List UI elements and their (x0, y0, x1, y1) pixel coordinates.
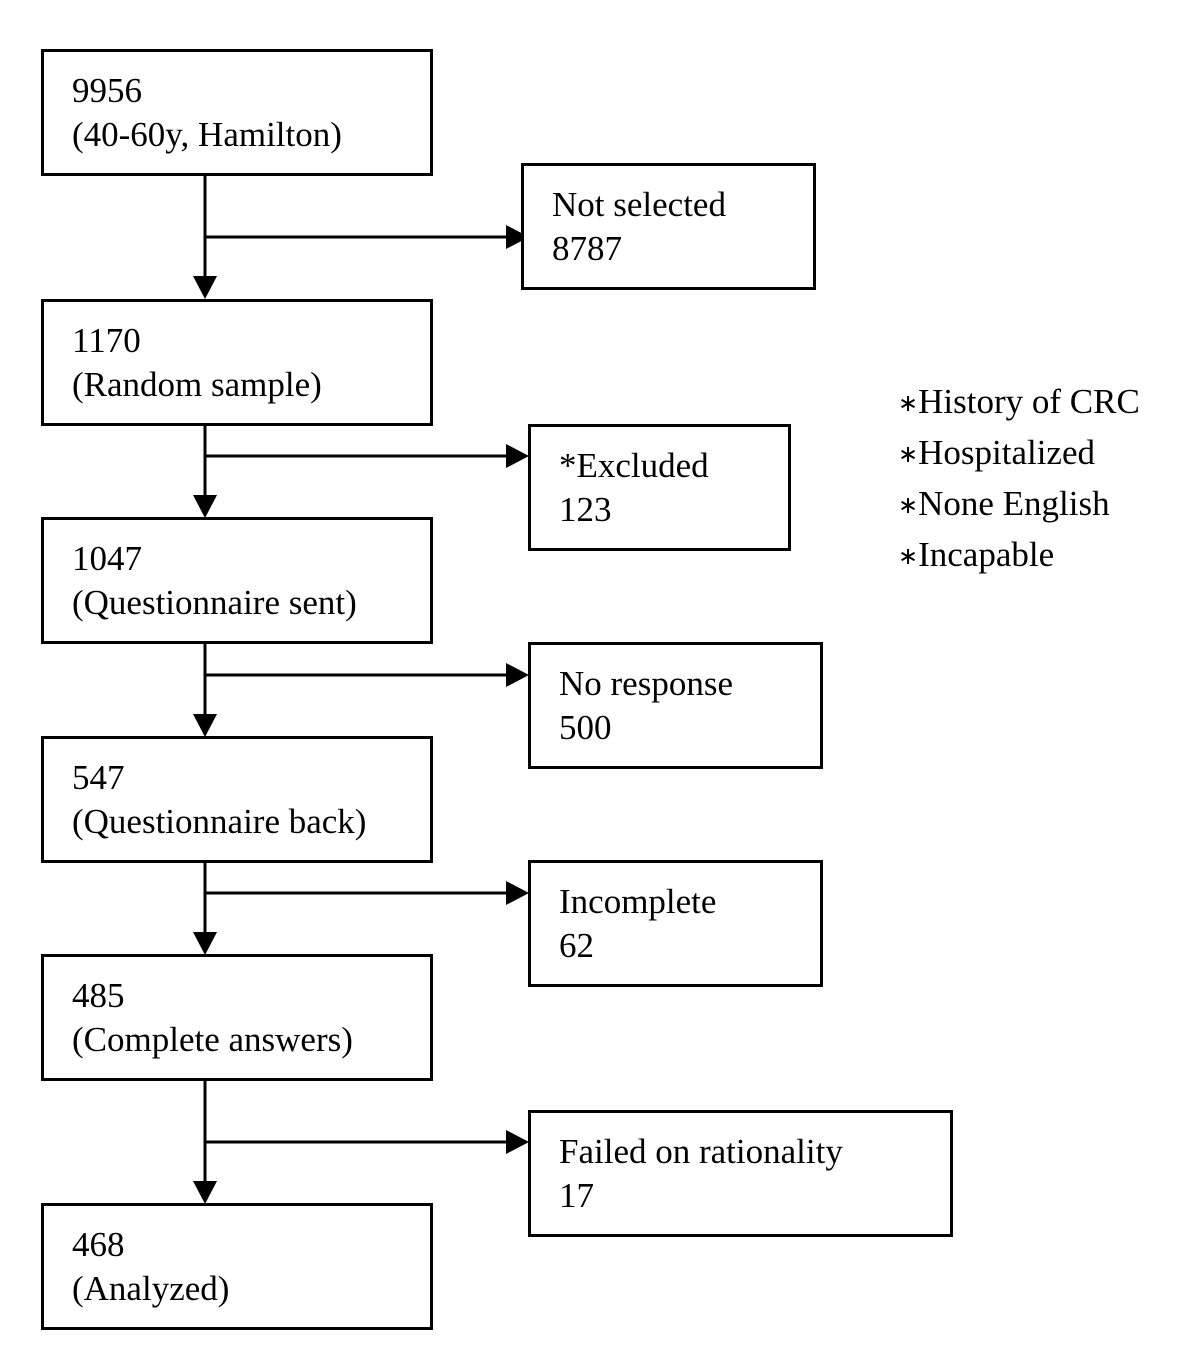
exclusion-reasons-list: ∗History of CRC ∗Hospitalized ∗None Engl… (898, 378, 1140, 582)
exclusion-reason-text: History of CRC (918, 382, 1140, 421)
exclusion-reason: ∗None English (898, 480, 1140, 531)
main-box-population: 9956 (40-60y, Hamilton) (41, 49, 433, 176)
right-arrowhead (506, 225, 529, 249)
side-box-label: *Excluded (559, 446, 709, 485)
right-arrowhead (506, 881, 529, 905)
side-box-count: 8787 (552, 229, 622, 268)
down-arrowhead (193, 932, 217, 955)
box-description: (Analyzed) (72, 1269, 230, 1308)
main-box-questionnaire-back: 547 (Questionnaire back) (41, 736, 433, 863)
asterisk-bullet: ∗ (898, 389, 919, 417)
box-count: 547 (72, 758, 125, 797)
box-count: 468 (72, 1225, 125, 1264)
box-description: (40-60y, Hamilton) (72, 115, 342, 154)
box-count: 485 (72, 976, 125, 1015)
main-box-analyzed: 468 (Analyzed) (41, 1203, 433, 1330)
exclusion-reason-text: Incapable (918, 535, 1055, 574)
box-description: (Questionnaire sent) (72, 583, 357, 622)
side-box-incomplete: Incomplete 62 (528, 860, 823, 987)
asterisk-bullet: ∗ (898, 491, 919, 519)
side-box-count: 500 (559, 708, 612, 747)
side-box-label: Failed on rationality (559, 1132, 843, 1171)
asterisk-bullet: ∗ (898, 542, 919, 570)
down-arrowhead (193, 495, 217, 518)
down-arrowhead (193, 714, 217, 737)
exclusion-reason: ∗History of CRC (898, 378, 1140, 429)
main-box-random-sample: 1170 (Random sample) (41, 299, 433, 426)
side-box-label: Not selected (552, 185, 726, 224)
side-box-count: 123 (559, 490, 612, 529)
side-box-count: 17 (559, 1176, 594, 1215)
box-description: (Questionnaire back) (72, 802, 367, 841)
side-box-count: 62 (559, 926, 594, 965)
side-box-no-response: No response 500 (528, 642, 823, 769)
right-arrowhead (506, 663, 529, 687)
side-box-failed-rationality: Failed on rationality 17 (528, 1110, 953, 1237)
main-box-complete-answers: 485 (Complete answers) (41, 954, 433, 1081)
box-count: 1170 (72, 321, 141, 360)
right-arrowhead (506, 1130, 529, 1154)
exclusion-reason: ∗Hospitalized (898, 429, 1140, 480)
asterisk-bullet: ∗ (898, 440, 919, 468)
exclusion-reason-text: None English (918, 484, 1110, 523)
right-arrowhead (506, 444, 529, 468)
box-count: 1047 (72, 539, 142, 578)
main-box-questionnaire-sent: 1047 (Questionnaire sent) (41, 517, 433, 644)
side-box-label: Incomplete (559, 882, 717, 921)
box-description: (Random sample) (72, 365, 322, 404)
exclusion-reason: ∗Incapable (898, 531, 1140, 582)
down-arrowhead (193, 1181, 217, 1204)
exclusion-reason-text: Hospitalized (918, 433, 1096, 472)
box-description: (Complete answers) (72, 1020, 353, 1059)
side-box-label: No response (559, 664, 733, 703)
box-count: 9956 (72, 71, 142, 110)
down-arrowhead (193, 276, 217, 299)
side-box-not-selected: Not selected 8787 (521, 163, 816, 290)
side-box-excluded: *Excluded 123 (528, 424, 791, 551)
